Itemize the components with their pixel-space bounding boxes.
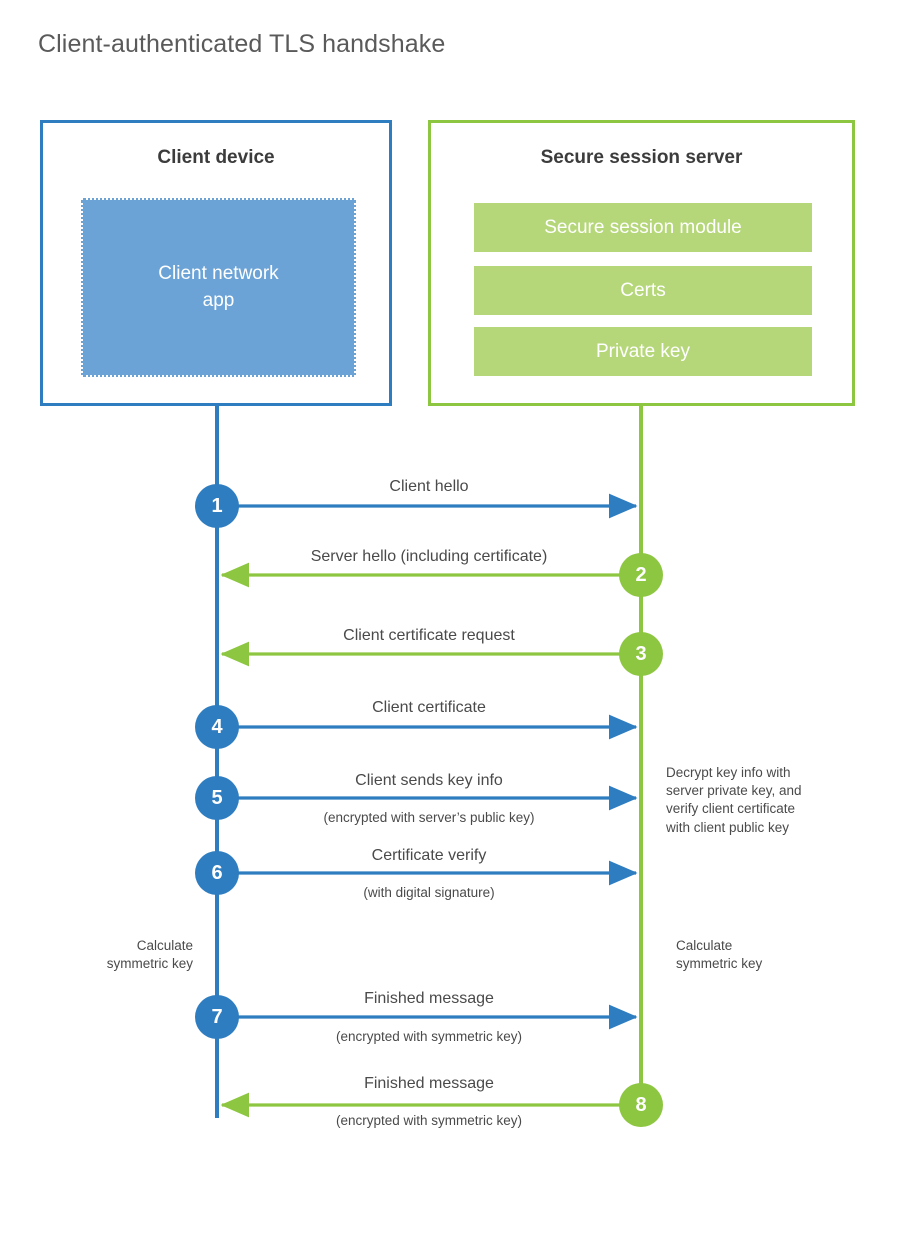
step-marker-6[interactable]: 6 [195, 851, 239, 895]
step-marker-8[interactable]: 8 [619, 1083, 663, 1127]
message-sublabel-8: (encrypted with symmetric key) [335, 1113, 523, 1128]
server-module-private-key: Private key [474, 327, 812, 376]
annotation-client-calculate-symmetric-key: Calculate symmetric key [106, 938, 193, 972]
server-module-certs: Certs [474, 266, 812, 315]
secure-session-server-title: Secure session server [540, 147, 743, 168]
server-module-secure-session-module: Secure session module [474, 203, 812, 252]
step-marker-4[interactable]: 4 [195, 705, 239, 749]
message-sublabel-6: (with digital signature) [363, 885, 495, 900]
message-label-2: Server hello (including certificate) [310, 548, 548, 565]
message-label-7: Finished message [364, 990, 494, 1007]
client-network-app-label: Client network app [158, 262, 279, 311]
message-label-6: Certificate verify [371, 847, 487, 864]
step-marker-2[interactable]: 2 [619, 553, 663, 597]
message-label-3: Client certificate request [343, 627, 515, 644]
annotation-server-decrypt: Decrypt key info with server private key… [666, 765, 802, 835]
client-device-title: Client device [157, 147, 275, 168]
client-network-app-block: Client network app [81, 198, 356, 377]
page-title: Client-authenticated TLS handshake [38, 30, 446, 58]
client-device-box: Client device Client network app [40, 120, 392, 406]
message-sublabel-5: (encrypted with server’s public key) [323, 810, 535, 825]
message-label-4: Client certificate [372, 699, 486, 716]
step-marker-1[interactable]: 1 [195, 484, 239, 528]
message-label-8: Finished message [364, 1075, 494, 1092]
step-marker-7[interactable]: 7 [195, 995, 239, 1039]
message-sublabel-7: (encrypted with symmetric key) [335, 1029, 523, 1044]
message-label-5: Client sends key info [355, 772, 503, 789]
step-marker-3[interactable]: 3 [619, 632, 663, 676]
message-label-1: Client hello [389, 478, 469, 495]
step-marker-5[interactable]: 5 [195, 776, 239, 820]
annotation-server-calculate-symmetric-key: Calculate symmetric key [676, 938, 763, 972]
secure-session-server-box: Secure session server Secure session mod… [428, 120, 855, 406]
